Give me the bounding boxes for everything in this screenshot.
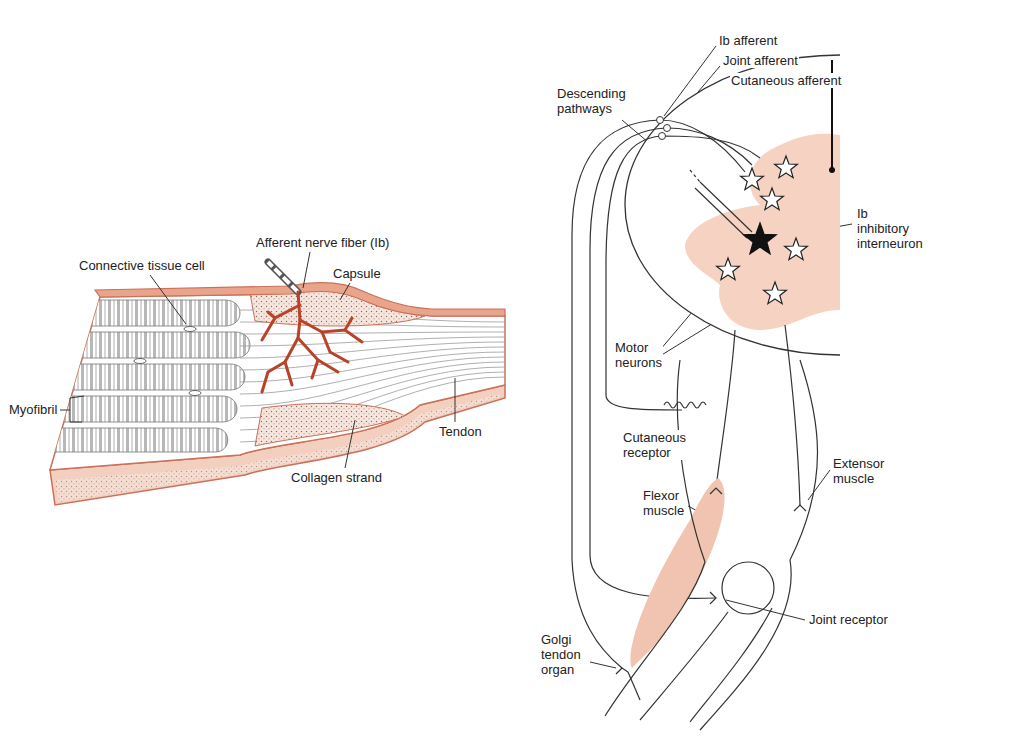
part-label: Ib afferent xyxy=(718,33,778,48)
part-label: Flexor muscle xyxy=(642,488,685,518)
part-label: Joint receptor xyxy=(808,612,889,627)
part-label: Myofibril xyxy=(8,402,58,417)
part-label: Capsule xyxy=(332,266,382,281)
part-label: Ib inhibitory interneuron xyxy=(856,206,924,251)
spinal-cord-drawing xyxy=(572,55,840,668)
part-label: Golgi tendon organ xyxy=(540,632,582,677)
limb-drawing xyxy=(605,360,818,730)
part-label: Connective tissue cell xyxy=(78,258,206,273)
part-label: Collagen strand xyxy=(290,470,383,485)
part-label: Motor neurons xyxy=(614,340,663,370)
part-label: Tendon xyxy=(438,424,483,439)
part-label: Descending pathways xyxy=(556,86,627,116)
part-label: Joint afferent xyxy=(722,53,799,68)
part-label: Cutaneous afferent xyxy=(730,73,842,88)
tendon-organ-drawing xyxy=(40,262,505,505)
part-label: Cutaneous receptor xyxy=(622,430,687,460)
part-label: Extensor muscle xyxy=(832,456,885,486)
part-label: Afferent nerve fiber (Ib) xyxy=(255,235,390,250)
leader-lines xyxy=(60,46,852,668)
